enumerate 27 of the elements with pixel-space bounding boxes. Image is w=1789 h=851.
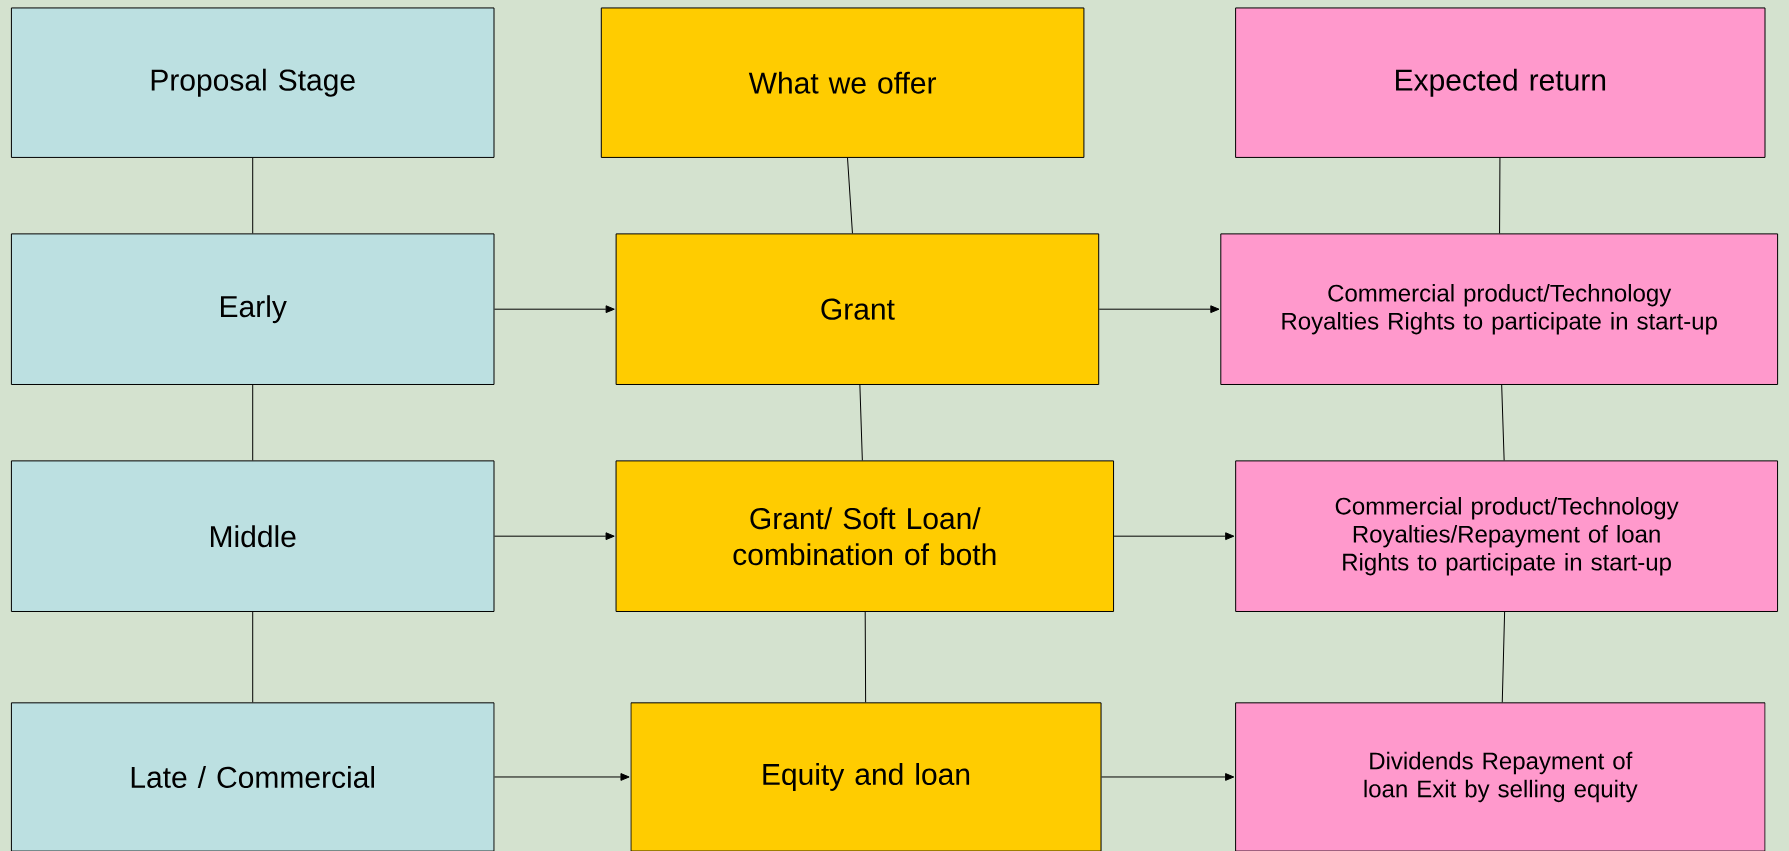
stage-box: Early <box>10 233 495 385</box>
arrow <box>494 532 615 541</box>
stage-box: Commercial product/Technology Royalties/Repayment of loan Rights to participate in start-up <box>1235 460 1779 612</box>
header-box: What we offer <box>600 7 1085 158</box>
header-box: Expected return <box>1235 7 1766 158</box>
connector-line <box>847 157 853 234</box>
arrow <box>494 773 630 781</box>
arrow <box>1101 773 1235 781</box>
stage-box: Middle <box>10 460 495 612</box>
connector-line <box>252 157 254 234</box>
connector-line <box>1501 611 1506 703</box>
connector-line <box>252 611 254 703</box>
stage-box: Dividends Repayment of loan Exit by selling equity <box>1235 702 1766 851</box>
connector-line <box>1499 157 1501 234</box>
connector-line <box>859 384 863 461</box>
stage-box: Commercial product/Technology Royalties Rights to participate in start-up <box>1220 233 1779 385</box>
arrow <box>1098 305 1220 314</box>
connector-line <box>1501 384 1505 461</box>
arrow <box>1113 532 1235 541</box>
connector-line <box>252 384 254 461</box>
stage-box: Grant <box>615 233 1100 385</box>
stage-box: Grant/ Soft Loan/ combination of both <box>615 460 1115 612</box>
arrow <box>494 305 615 314</box>
stage-box: Equity and loan <box>630 702 1102 851</box>
connector-line <box>864 611 867 703</box>
header-box: Proposal Stage <box>10 7 495 158</box>
stage-box: Late / Commercial <box>10 702 495 851</box>
